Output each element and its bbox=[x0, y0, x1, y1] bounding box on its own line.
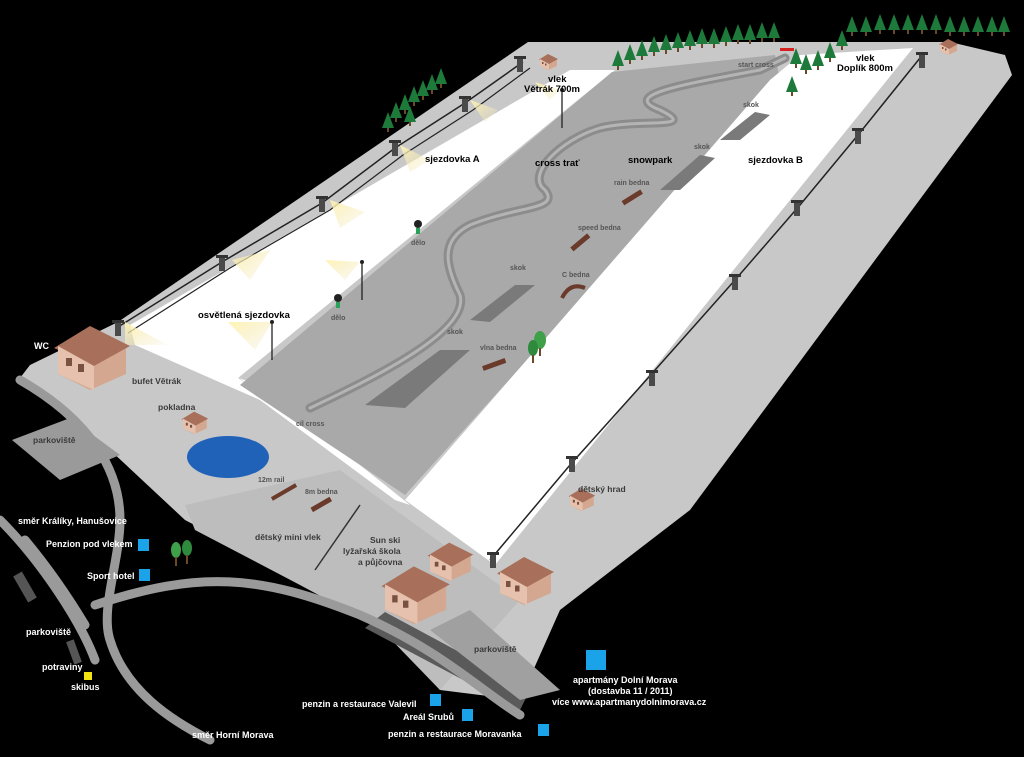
parking-top bbox=[12, 418, 120, 480]
label-apartments-3: více www.apartmanydolnimorava.cz bbox=[552, 697, 707, 707]
label-moravanka: penzin a restaurace Moravanka bbox=[388, 729, 523, 739]
label-school-2: lyžařská škola bbox=[343, 546, 401, 556]
label-valevil: penzin a restaurace Valevil bbox=[302, 699, 417, 709]
marker-apartments[interactable] bbox=[586, 650, 606, 670]
cross-track-inner bbox=[308, 56, 787, 410]
accommodation-markers bbox=[84, 539, 606, 736]
label-sport-hotel: Sport hotel bbox=[87, 571, 135, 581]
label-school-1: Sun ski bbox=[370, 535, 400, 545]
marker-penzion-vlek[interactable] bbox=[138, 539, 149, 551]
label-lift-vetrak-2: Větrák 700m bbox=[524, 84, 580, 95]
snowpark-area bbox=[240, 55, 780, 495]
marker-sruby[interactable] bbox=[462, 709, 473, 721]
label-skok-3: skok bbox=[510, 265, 526, 272]
label-wc: WC bbox=[34, 341, 49, 351]
label-snowpark: snowpark bbox=[628, 155, 673, 166]
label-apartments-2: (dostavba 11 / 2011) bbox=[588, 686, 673, 696]
label-skok-1: skok bbox=[743, 102, 759, 109]
lower-area bbox=[185, 470, 520, 690]
label-finish-cross: cíl cross bbox=[296, 421, 325, 428]
label-slope-b: sjezdovka B bbox=[748, 155, 803, 166]
label-penzion-vlek: Penzion pod vlekem bbox=[46, 539, 133, 549]
label-horni-morava: směr Horní Morava bbox=[192, 730, 275, 740]
marker-skibus[interactable] bbox=[84, 672, 92, 680]
label-skibus: skibus bbox=[71, 682, 100, 692]
lift-vetrak-line bbox=[117, 61, 524, 328]
label-lift-doplik-2: Doplík 800m bbox=[837, 63, 893, 74]
marker-moravanka[interactable] bbox=[538, 724, 549, 736]
slope-lights bbox=[125, 82, 565, 361]
parking-right-2 bbox=[430, 610, 560, 700]
slope-b bbox=[405, 48, 913, 565]
label-lift-doplik-1: vlek bbox=[856, 53, 875, 64]
lift-vetrak-line-2 bbox=[127, 67, 531, 334]
snowpark-jumps bbox=[365, 112, 770, 408]
label-mini-lift: dětský mini vlek bbox=[255, 532, 321, 542]
trees bbox=[171, 14, 1010, 566]
label-sruby: Areál Srubů bbox=[403, 712, 454, 722]
label-school-3: a půjčovna bbox=[358, 557, 403, 567]
label-parking-right: parkoviště bbox=[474, 644, 517, 654]
road-markers bbox=[13, 571, 82, 665]
slope-a bbox=[130, 70, 615, 505]
pond bbox=[187, 436, 269, 478]
label-apartments-1: apartmány Dolní Morava bbox=[573, 675, 679, 685]
label-cross: cross trať bbox=[535, 158, 580, 169]
label-c-box: C bedna bbox=[562, 272, 590, 279]
marker-valevil[interactable] bbox=[430, 694, 441, 706]
marker-sport-hotel[interactable] bbox=[139, 569, 150, 581]
slope-a-main bbox=[135, 72, 612, 505]
label-speed-box: speed bedna bbox=[578, 225, 621, 232]
label-lift-vetrak-1: vlek bbox=[548, 74, 567, 85]
label-skok-2: skok bbox=[694, 144, 710, 151]
label-wave-box: vlna bedna bbox=[480, 345, 517, 352]
roads bbox=[0, 375, 525, 745]
mini-lift-line bbox=[314, 504, 361, 571]
start-cross-mark bbox=[780, 48, 794, 51]
label-slope-lit: osvětlená sjezdovka bbox=[198, 310, 291, 321]
label-skok-4: skok bbox=[447, 329, 463, 336]
label-box-8m: 8m bedna bbox=[305, 489, 338, 496]
snowpark-boxes bbox=[270, 189, 643, 513]
label-slope-a: sjezdovka A bbox=[425, 154, 480, 165]
label-parking-left: parkoviště bbox=[26, 627, 71, 637]
label-grocery: potraviny bbox=[42, 662, 83, 672]
label-rain-box: rain bedna bbox=[614, 180, 650, 187]
label-parking-top: parkoviště bbox=[33, 435, 76, 445]
label-ticket: pokladna bbox=[158, 402, 196, 412]
label-childrens-castle: dětský hrad bbox=[578, 484, 626, 494]
label-cannon-2: dělo bbox=[331, 315, 345, 322]
snow-cannons bbox=[334, 220, 422, 308]
label-cannon-1: dělo bbox=[411, 240, 425, 247]
label-kraliky: směr Králíky, Hanušovice bbox=[18, 516, 127, 526]
label-start-cross: start cross bbox=[738, 62, 774, 69]
label-rail-12m: 12m rail bbox=[258, 477, 285, 484]
label-bufet: bufet Větrák bbox=[132, 376, 181, 386]
